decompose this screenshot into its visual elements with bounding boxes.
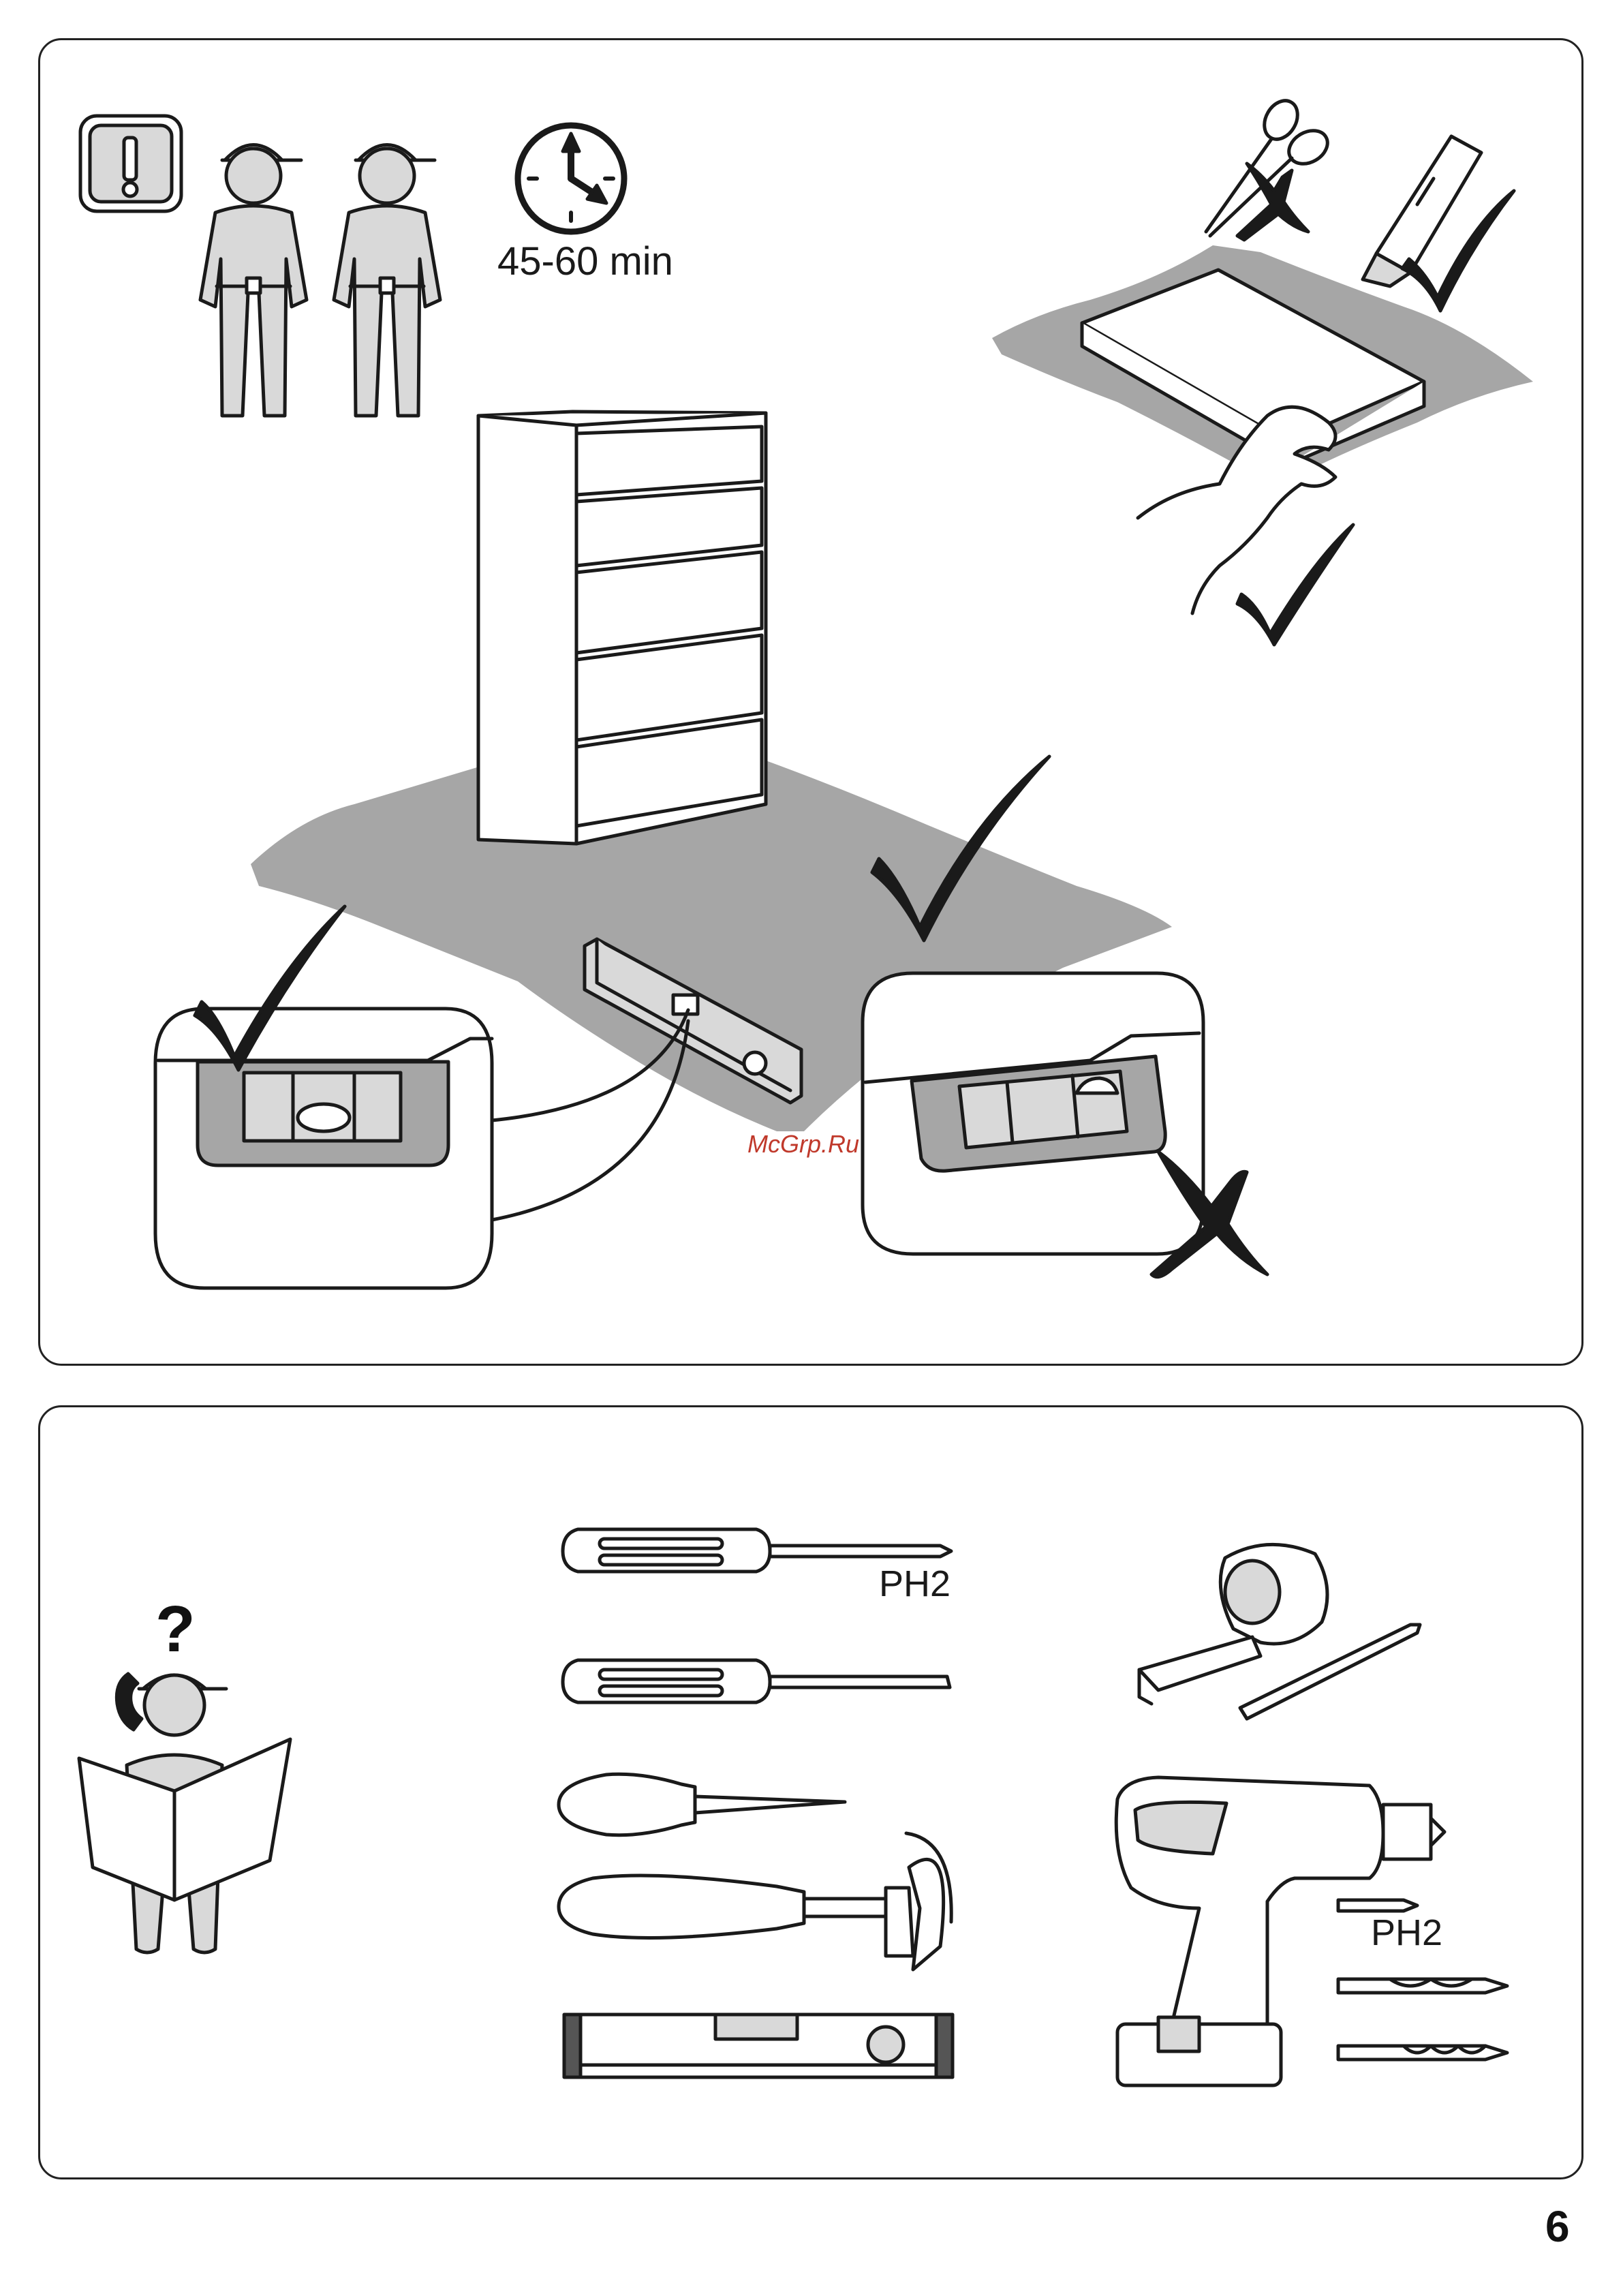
question-mark: ? bbox=[155, 1592, 196, 1667]
page-number: 6 bbox=[1545, 2201, 1570, 2252]
drill-bit-label: PH2 bbox=[1371, 1912, 1442, 1954]
spirit-level-tool bbox=[564, 2015, 953, 2077]
dresser bbox=[478, 412, 766, 844]
worker-icon bbox=[334, 145, 440, 416]
awl bbox=[559, 1774, 845, 1835]
help-person bbox=[79, 1675, 290, 1953]
level-callout-bad bbox=[863, 973, 1203, 1254]
assembly-duration: 45-60 min bbox=[497, 239, 673, 284]
clock-icon bbox=[518, 125, 624, 232]
level-callout-good bbox=[155, 1009, 688, 1288]
check-icon bbox=[1237, 525, 1353, 645]
worker-icon bbox=[200, 145, 307, 416]
warning-icon bbox=[80, 116, 181, 211]
flat-screwdriver bbox=[563, 1660, 950, 1702]
watermark: McGrp.Ru bbox=[747, 1130, 859, 1159]
phillips-size-label: PH2 bbox=[879, 1563, 950, 1605]
hammer bbox=[559, 1833, 951, 1970]
phone-icon bbox=[117, 1674, 142, 1730]
